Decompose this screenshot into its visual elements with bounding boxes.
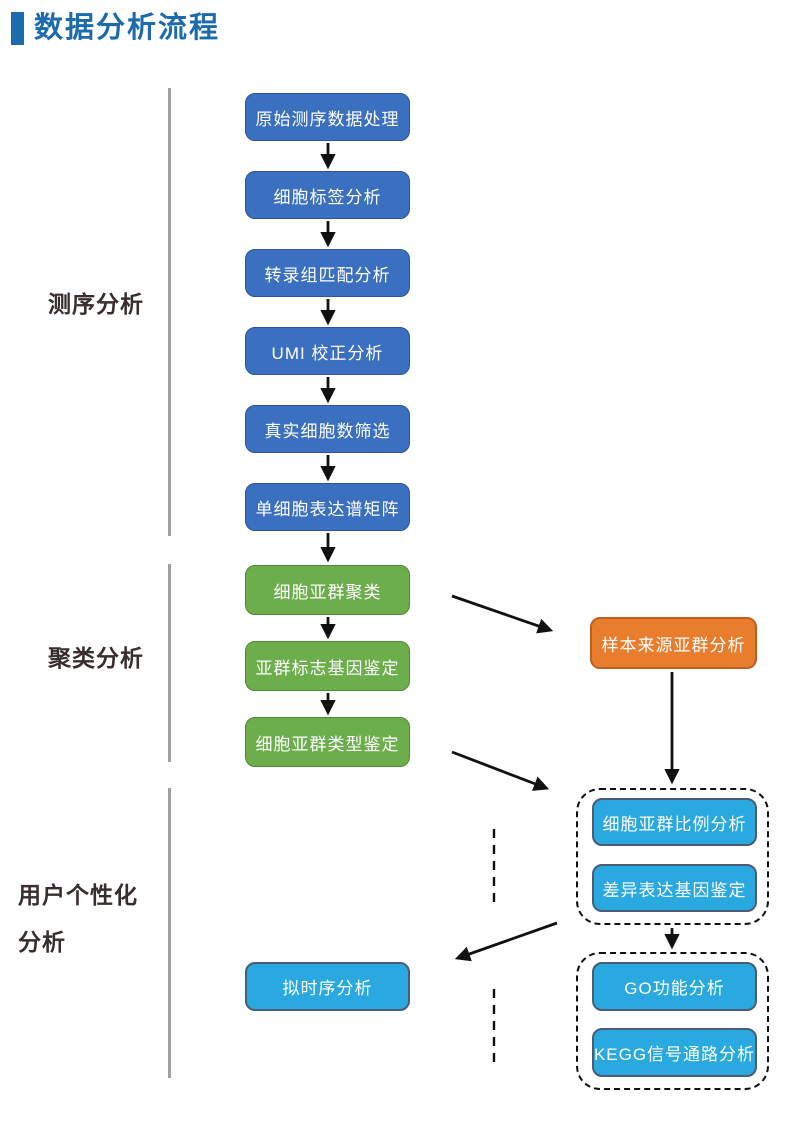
flow-node-subcluster-type-identification: 细胞亚群类型鉴定 xyxy=(245,717,410,767)
flow-node-pseudotime-analysis: 拟时序分析 xyxy=(245,962,410,1011)
flow-node-sample-source-analysis: 样本来源亚群分析 xyxy=(590,617,757,669)
arrow-type-to-group1 xyxy=(451,750,550,791)
arrow-clustering-to-sample-source xyxy=(451,594,554,634)
section-label-personalized: 用户个性化 分析 xyxy=(18,872,138,966)
flow-node-raw-data-processing: 原始测序数据处理 xyxy=(245,93,410,141)
section-label-clustering: 聚类分析 xyxy=(48,645,144,671)
section-divider-line xyxy=(168,88,171,536)
flow-node-subcluster-clustering: 细胞亚群聚类 xyxy=(245,565,410,615)
flow-node-umi-correction: UMI 校正分析 xyxy=(245,327,410,375)
arrow-group1-to-pseudotime xyxy=(454,921,558,962)
section-divider-line xyxy=(168,564,171,762)
flow-node-cell-barcode-analysis: 细胞标签分析 xyxy=(245,171,410,219)
section-label-personalized-line1: 用户个性化 xyxy=(18,882,138,908)
section-label-personalized-line2: 分析 xyxy=(18,929,66,955)
section-divider-line xyxy=(168,788,171,1078)
title-accent-bar xyxy=(11,12,24,45)
flow-node-deg-identification: 差异表达基因鉴定 xyxy=(592,864,757,912)
dashed-group-enrichment xyxy=(576,952,769,1090)
flow-node-subcluster-proportion: 细胞亚群比例分析 xyxy=(592,798,757,846)
section-label-sequencing: 测序分析 xyxy=(48,291,144,317)
flow-node-expression-matrix: 单细胞表达谱矩阵 xyxy=(245,483,410,531)
page-title-row: 数据分析流程 xyxy=(11,12,220,45)
dashed-group-deg xyxy=(576,788,769,925)
flow-node-kegg-analysis: KEGG信号通路分析 xyxy=(592,1028,757,1077)
flow-node-marker-gene-identification: 亚群标志基因鉴定 xyxy=(245,641,410,691)
page-title: 数据分析流程 xyxy=(34,12,221,44)
flow-node-transcriptome-matching: 转录组匹配分析 xyxy=(245,249,410,297)
flow-node-true-cell-filtering: 真实细胞数筛选 xyxy=(245,405,410,453)
flow-node-go-analysis: GO功能分析 xyxy=(592,962,757,1011)
